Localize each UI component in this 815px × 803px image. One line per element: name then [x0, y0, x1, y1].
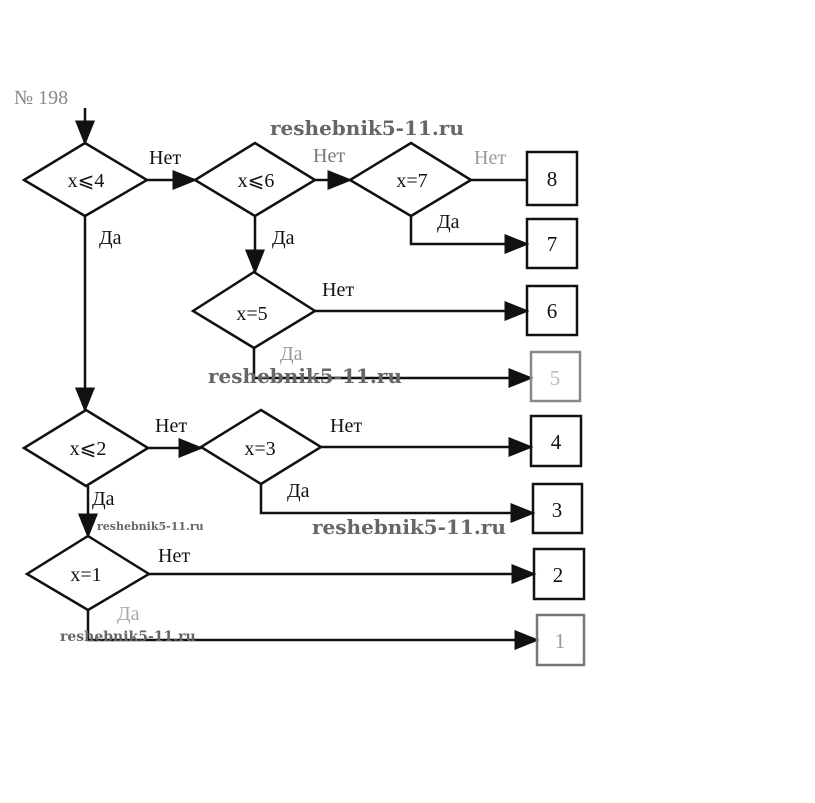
decision-x-le-4: x⩽4 [21, 141, 150, 218]
no-label: Нет [474, 147, 506, 169]
output-label: 8 [547, 167, 558, 191]
watermark: reshebnik5-11.ru [208, 364, 402, 388]
branch-labels: Нет Нет Нет Нет Нет Нет Нет Да Да Да Да … [92, 145, 506, 625]
decision-x-eq-7: x=7 [347, 141, 474, 218]
decision-x-le-6: x⩽6 [192, 141, 318, 218]
output-box-3: 3 [531, 482, 584, 535]
yes-label: Да [92, 488, 115, 510]
output-label: 3 [552, 498, 563, 522]
decision-x-eq-1: x=1 [24, 534, 152, 612]
no-label: Нет [322, 279, 354, 301]
yes-label: Да [99, 227, 122, 249]
decision-x-eq-5: x=5 [190, 270, 318, 350]
yes-label: Да [287, 480, 310, 502]
no-label: Нет [158, 545, 190, 567]
yes-label: Да [117, 603, 140, 625]
condition-label: x⩽4 [68, 170, 105, 192]
yes-label: Да [272, 227, 295, 249]
arrow-yes-6 [259, 484, 536, 523]
arrow-yes-4 [252, 348, 534, 388]
output-label: 6 [547, 299, 558, 323]
output-box-7: 7 [525, 217, 579, 270]
watermark: reshebnik5-11.ru [60, 629, 196, 645]
output-box-1: 1 [535, 613, 586, 667]
yes-label: Да [437, 211, 460, 233]
output-label: 7 [547, 232, 558, 256]
output-box-5: 5 [529, 350, 582, 403]
watermark: reshebnik5-11.ru [312, 515, 506, 539]
arrow-yes-3 [409, 216, 530, 254]
condition-label: x=1 [70, 564, 101, 586]
condition-label: x=7 [396, 170, 427, 192]
condition-label: x=5 [236, 303, 267, 325]
condition-label: x=3 [244, 438, 275, 460]
output-label: 2 [553, 563, 564, 587]
no-label: Нет [330, 415, 362, 437]
output-box-6: 6 [525, 284, 579, 337]
arrow-yes-7 [86, 610, 540, 650]
connectors [75, 108, 540, 650]
output-box-2: 2 [532, 547, 586, 601]
problem-number: № 198 [14, 87, 68, 109]
decision-x-le-2: x⩽2 [21, 408, 151, 488]
condition-label: x⩽6 [238, 170, 275, 192]
no-label: Нет [155, 415, 187, 437]
watermark: reshebnik5-11.ru [270, 116, 464, 140]
no-label: Нет [149, 147, 181, 169]
decision-x-eq-3: x=3 [198, 408, 324, 486]
output-box-8: 8 [525, 150, 579, 207]
output-box-4: 4 [529, 414, 583, 468]
yes-label: Да [280, 343, 303, 365]
output-label: 4 [551, 430, 562, 454]
condition-label: x⩽2 [70, 438, 107, 460]
output-label: 1 [555, 629, 566, 653]
output-label: 5 [550, 366, 561, 390]
watermark: reshebnik5-11.ru [97, 520, 204, 533]
no-label: Нет [313, 145, 345, 167]
